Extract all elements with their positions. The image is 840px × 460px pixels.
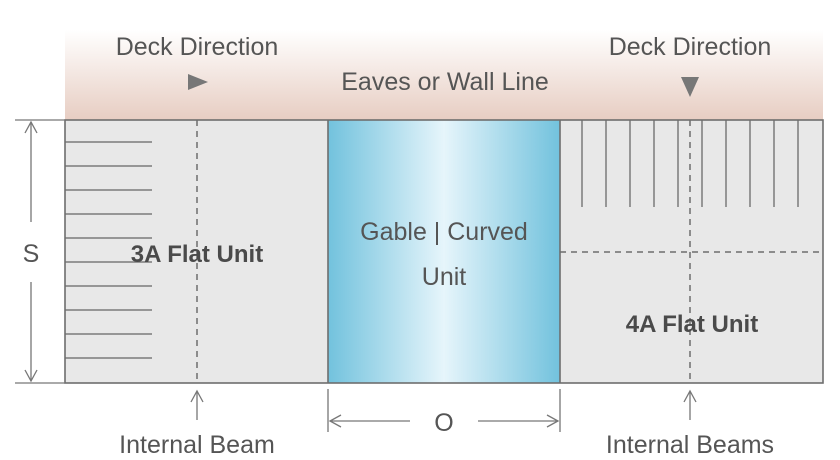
dimension-s — [15, 119, 65, 384]
dimension-s-label: S — [23, 240, 40, 268]
panel-gable — [328, 120, 560, 383]
unit-3a-label: 3A Flat Unit — [131, 241, 263, 268]
eaves-band — [65, 30, 823, 120]
unit-gable-label-line2: Unit — [422, 263, 467, 291]
arrow-right-icon — [188, 74, 208, 90]
deck-direction-left-label: Deck Direction — [116, 33, 279, 61]
internal-beam-label: Internal Beam — [119, 431, 275, 459]
deck-lines-3a — [65, 141, 152, 359]
panel-4a — [560, 120, 823, 383]
unit-4a-label: 4A Flat Unit — [626, 311, 758, 338]
beam-pointer-arrows — [190, 389, 697, 420]
arrow-down-icon — [681, 77, 699, 97]
panel-3a — [65, 120, 328, 383]
deck-direction-right-label: Deck Direction — [609, 33, 772, 61]
deck-lines-4a — [581, 120, 799, 207]
unit-gable-label-line1: Gable | Curved — [360, 218, 528, 246]
panel-outlines — [64, 119, 824, 384]
eaves-label: Eaves or Wall Line — [341, 68, 549, 96]
dimension-o — [327, 389, 561, 432]
internal-beams-label: Internal Beams — [606, 431, 774, 459]
dimension-o-label: O — [434, 409, 453, 437]
